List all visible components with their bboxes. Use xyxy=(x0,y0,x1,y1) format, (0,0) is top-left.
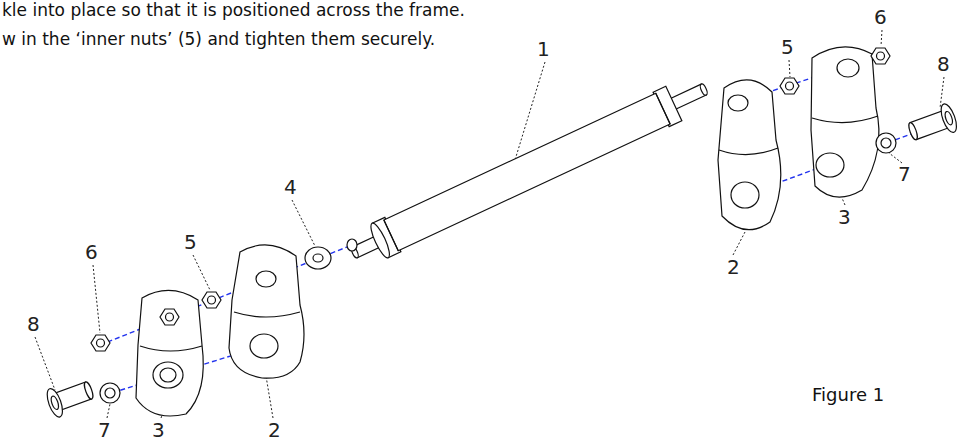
callout-number: 2 xyxy=(727,256,740,278)
callout-number: 8 xyxy=(937,53,950,75)
callout-number: 7 xyxy=(98,419,111,441)
parts xyxy=(44,47,959,419)
callout-number: 6 xyxy=(874,6,887,28)
figure-caption: Figure 1 xyxy=(812,384,884,406)
callout-number: 7 xyxy=(898,163,911,185)
callout-number: 8 xyxy=(27,313,40,335)
assembly-axis-lines xyxy=(100,55,922,395)
leader-lines xyxy=(35,30,944,418)
callout-number: 2 xyxy=(268,419,281,441)
callout-number: 5 xyxy=(184,231,197,253)
callout-number: 6 xyxy=(85,241,98,263)
callout-number: 1 xyxy=(537,38,550,60)
callout-number: 5 xyxy=(781,36,794,58)
callout-number: 3 xyxy=(838,206,851,228)
callout-number: 3 xyxy=(152,419,165,441)
instruction-note: kle into place so that it is positioned … xyxy=(2,0,465,20)
instruction-note: w in the ‘inner nuts’ (5) and tighten th… xyxy=(2,29,435,49)
callout-number: 4 xyxy=(284,176,297,198)
